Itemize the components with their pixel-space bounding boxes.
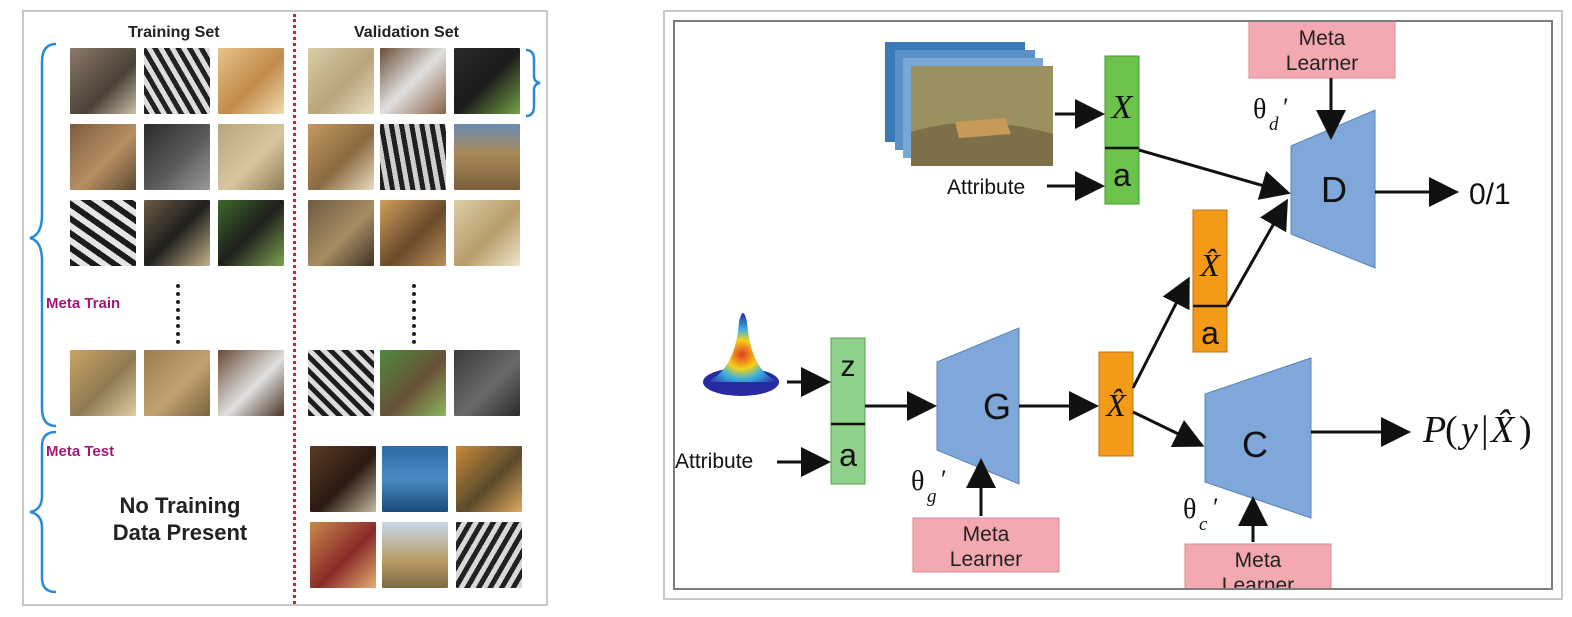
animal-thumbnail xyxy=(218,48,284,114)
meta-test-brace xyxy=(29,430,57,594)
svg-text:c: c xyxy=(1199,514,1208,535)
theta-c-label: θ c ′ xyxy=(1183,493,1219,535)
meta-learner-text: Meta xyxy=(1235,549,1282,572)
meta-learning-split-panel: Training Set Validation Set Meta Train M… xyxy=(22,10,548,606)
architecture-diagram: Meta Learner Meta Learner Meta Learner X… xyxy=(675,22,1532,588)
c-label: C xyxy=(1242,424,1268,465)
animal-thumbnail xyxy=(218,200,284,266)
meta-train-label: Meta Train xyxy=(46,295,121,312)
training-ellipsis xyxy=(176,284,180,344)
svg-text:(: ( xyxy=(1445,409,1458,451)
d-label: D xyxy=(1321,169,1347,210)
svg-text:|: | xyxy=(1481,409,1489,451)
meta-learner-text: Learner xyxy=(1286,52,1358,75)
svg-text:′: ′ xyxy=(941,465,947,494)
g-label: G xyxy=(983,386,1011,427)
animal-thumbnail xyxy=(380,48,446,114)
x-hat-label: X̂ xyxy=(1104,387,1127,423)
attribute-label-bottom: Attribute xyxy=(675,450,753,473)
meta-learner-c-box: Meta Learner xyxy=(1184,543,1332,588)
flow-arrows xyxy=(777,78,1459,542)
validation-ellipsis xyxy=(412,284,416,344)
noise-distribution-icon xyxy=(703,313,779,396)
svg-text:y: y xyxy=(1457,409,1478,451)
validation-brace xyxy=(525,48,541,118)
z-label: z xyxy=(841,350,856,383)
animal-thumbnail xyxy=(310,522,376,588)
x-label: X xyxy=(1110,89,1134,126)
animal-thumbnail xyxy=(456,446,522,512)
meta-test-label: Meta Test xyxy=(46,443,115,460)
training-set-header: Training Set xyxy=(128,24,220,41)
animal-thumbnail xyxy=(380,124,446,190)
animal-thumbnail xyxy=(218,124,284,190)
svg-text:′: ′ xyxy=(1283,93,1289,122)
generator-block: G xyxy=(936,327,1020,485)
x-hat-label: X̂ xyxy=(1198,247,1221,283)
animal-thumbnail xyxy=(308,124,374,190)
meta-learner-text: Meta xyxy=(963,523,1010,546)
real-fake-output: 0/1 xyxy=(1469,178,1511,211)
animal-thumbnail xyxy=(310,446,376,512)
animal-thumbnail xyxy=(70,124,136,190)
meta-learner-text: Learner xyxy=(1222,574,1294,588)
animal-thumbnail xyxy=(218,350,284,416)
animal-thumbnail xyxy=(454,200,520,266)
animal-thumbnail xyxy=(70,200,136,266)
a-label: a xyxy=(1113,157,1131,193)
svg-text:g: g xyxy=(927,486,937,507)
a-label: a xyxy=(1201,315,1219,351)
svg-text:P: P xyxy=(1422,409,1446,451)
animal-thumbnail xyxy=(382,446,448,512)
theta-d-label: θ d ′ xyxy=(1253,93,1289,135)
animal-thumbnail xyxy=(380,350,446,416)
animal-thumbnail xyxy=(456,522,522,588)
architecture-panel: Meta Learner Meta Learner Meta Learner X… xyxy=(663,10,1563,600)
animal-thumbnail xyxy=(454,124,520,190)
a-label: a xyxy=(839,437,857,473)
svg-text:): ) xyxy=(1519,409,1532,451)
attribute-label-top: Attribute xyxy=(947,176,1025,199)
classifier-block: C xyxy=(1204,357,1312,519)
meta-learner-text: Meta xyxy=(1299,27,1346,50)
animal-thumbnail xyxy=(70,48,136,114)
split-divider xyxy=(293,14,296,604)
generated-feature-vector: X̂ xyxy=(1098,351,1134,457)
generated-attribute-vector: X̂ a xyxy=(1192,209,1228,353)
video-frame-stack xyxy=(885,42,1053,166)
svg-text:θ: θ xyxy=(1253,94,1266,125)
animal-thumbnail xyxy=(380,200,446,266)
animal-thumbnail xyxy=(454,48,520,114)
svg-text:θ: θ xyxy=(911,466,924,497)
animal-thumbnail xyxy=(454,350,520,416)
theta-g-label: θ g ′ xyxy=(911,465,947,507)
meta-learner-d-box: Meta Learner xyxy=(1248,22,1396,79)
svg-text:θ: θ xyxy=(1183,494,1196,525)
no-training-data-text: No Training Data Present xyxy=(112,493,248,545)
discriminator-block: D xyxy=(1290,109,1376,269)
class-posterior-output: P ( y | X̂ ) xyxy=(1422,409,1532,451)
animal-thumbnail xyxy=(144,124,210,190)
meta-learner-text: Learner xyxy=(950,548,1022,571)
svg-text:X̂: X̂ xyxy=(1489,409,1516,451)
animal-thumbnail xyxy=(308,350,374,416)
noise-attribute-vector: z a xyxy=(830,337,866,485)
animal-thumbnail xyxy=(144,48,210,114)
animal-thumbnail xyxy=(144,200,210,266)
animal-thumbnail xyxy=(144,350,210,416)
validation-set-header: Validation Set xyxy=(354,24,459,41)
animal-thumbnail xyxy=(308,48,374,114)
real-feature-vector: X a xyxy=(1104,55,1140,205)
architecture-frame: Meta Learner Meta Learner Meta Learner X… xyxy=(673,20,1553,590)
svg-text:′: ′ xyxy=(1213,493,1219,522)
animal-thumbnail xyxy=(308,200,374,266)
animal-thumbnail xyxy=(382,522,448,588)
svg-text:d: d xyxy=(1269,114,1279,135)
meta-train-brace xyxy=(29,42,57,428)
meta-learner-g-box: Meta Learner xyxy=(912,517,1060,573)
animal-thumbnail xyxy=(70,350,136,416)
